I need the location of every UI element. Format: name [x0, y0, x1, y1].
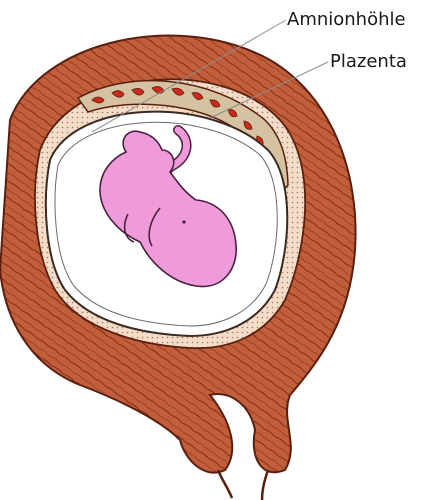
cervix-canal — [218, 470, 268, 500]
placenta-label: Plazenta — [330, 53, 407, 71]
amnion-cavity-label: Amnionhöhle — [287, 11, 406, 29]
